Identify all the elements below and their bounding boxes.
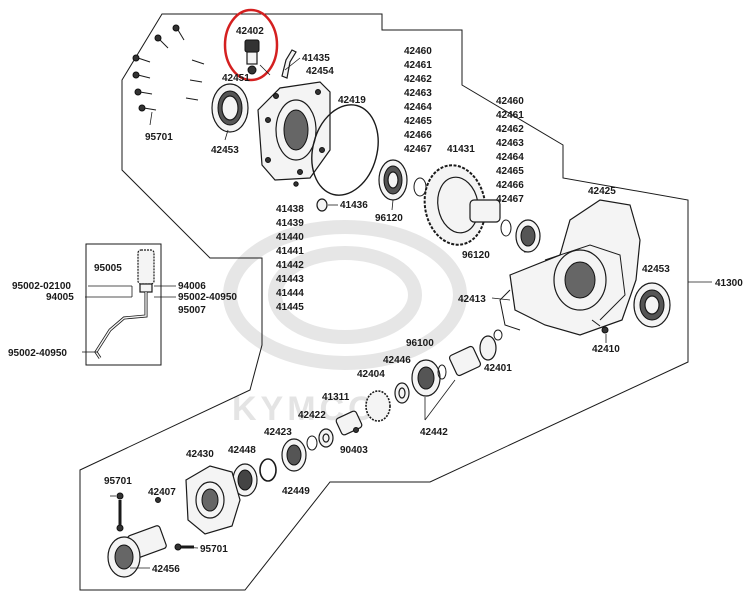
label-c1-42466: 42466: [404, 130, 432, 141]
watermark-ring-outer: [223, 220, 467, 370]
label-95005: 95005: [94, 263, 122, 274]
label-c2-42460: 42460: [496, 96, 524, 107]
bearing-96120-a: [378, 159, 427, 201]
label-42413: 42413: [458, 294, 486, 305]
label-c2-42463: 42463: [496, 138, 524, 149]
label-42410: 42410: [592, 344, 620, 355]
label-41435: 41435: [302, 53, 330, 64]
bearing-42449: [281, 438, 307, 472]
label-95701-bottom: 95701: [200, 544, 228, 555]
label-95701-top: 95701: [145, 132, 173, 143]
breather-cap-95005: [137, 249, 155, 293]
label-96120-b: 96120: [462, 250, 490, 261]
label-42456: 42456: [152, 564, 180, 575]
label-c2-42462: 42462: [496, 124, 524, 135]
label-94006: 94006: [178, 281, 206, 292]
label-42454: 42454: [306, 66, 334, 77]
label-42451: 42451: [222, 73, 250, 84]
label-41443: 41443: [276, 274, 304, 285]
breather-kit-box: [85, 243, 162, 366]
label-41440: 41440: [276, 232, 304, 243]
label-42448: 42448: [228, 445, 256, 456]
label-42425: 42425: [588, 186, 616, 197]
breather-hose-41435: [281, 49, 297, 79]
label-41444: 41444: [276, 288, 304, 299]
oil-seal-42453-right: [633, 282, 671, 328]
label-96100: 96100: [406, 338, 434, 349]
label-c2-42466: 42466: [496, 180, 524, 191]
label-42423: 42423: [264, 427, 292, 438]
label-41438: 41438: [276, 204, 304, 215]
housing-42430: [185, 465, 241, 535]
bolt-set-top: [132, 24, 205, 112]
label-41300: 41300: [715, 278, 743, 289]
housing-42425: [499, 199, 641, 336]
leader-lines: [82, 57, 712, 569]
label-c1-42464: 42464: [404, 102, 432, 113]
label-42402: 42402: [236, 26, 264, 37]
label-42419: 42419: [338, 95, 366, 106]
label-c2-42464: 42464: [496, 152, 524, 163]
label-95002-40950-b: 95002-40950: [8, 348, 67, 359]
label-c1-42465: 42465: [404, 116, 432, 127]
label-42430: 42430: [186, 449, 214, 460]
label-41441: 41441: [276, 246, 304, 257]
label-41436: 41436: [340, 200, 368, 211]
assembly-outline: [79, 13, 689, 591]
label-42453-top: 42453: [211, 145, 239, 156]
label-95007: 95007: [178, 305, 206, 316]
label-c1-42467: 42467: [404, 144, 432, 155]
bearing-42404: [365, 390, 391, 422]
label-c1-42462: 42462: [404, 74, 432, 85]
spacer-42446: [394, 382, 410, 404]
label-c1-42460: 42460: [404, 46, 432, 57]
bolts-95701-left: [116, 492, 161, 532]
flange-42456: [107, 525, 167, 578]
collar-41311: [335, 410, 363, 436]
watermark-ring-inner: [268, 246, 422, 344]
bolt-42410: [591, 319, 609, 334]
label-41439: 41439: [276, 218, 304, 229]
label-42401: 42401: [484, 363, 512, 374]
label-41431: 41431: [447, 144, 475, 155]
circlip-42448: [232, 458, 277, 497]
label-c2-42461: 42461: [496, 110, 524, 121]
oil-seal-42453-top: [211, 83, 249, 133]
label-c2-42467: 42467: [496, 194, 524, 205]
o-ring-42419: [311, 104, 379, 196]
label-41311: 41311: [322, 392, 350, 403]
cover-42454: [257, 81, 331, 181]
breather-plug-42402: [244, 39, 260, 75]
highlight-circle: [223, 8, 279, 82]
label-42407: 42407: [148, 487, 176, 498]
label-96120-a: 96120: [375, 213, 403, 224]
part-labels: 42402 41435 42451 42454 42419 95701 4245…: [8, 26, 743, 575]
label-c1-42463: 42463: [404, 88, 432, 99]
label-90403: 90403: [340, 445, 368, 456]
bearing-96100: [411, 359, 447, 397]
label-42422: 42422: [298, 410, 326, 421]
ring-gear-41431: [423, 164, 541, 253]
label-42449: 42449: [282, 486, 310, 497]
label-94005: 94005: [46, 292, 74, 303]
washers-42422-42423: [306, 428, 334, 451]
label-95002-02100: 95002-02100: [12, 281, 71, 292]
label-42442: 42442: [420, 427, 448, 438]
washer-41436: [293, 181, 328, 212]
label-42446: 42446: [383, 355, 411, 366]
label-c2-42465: 42465: [496, 166, 524, 177]
label-42453-right: 42453: [642, 264, 670, 275]
label-42404: 42404: [357, 369, 385, 380]
label-95701-left: 95701: [104, 476, 132, 487]
label-41445: 41445: [276, 302, 304, 313]
label-c1-42461: 42461: [404, 60, 432, 71]
label-41442: 41442: [276, 260, 304, 271]
pinion-42401: [448, 329, 503, 377]
label-95002-40950-a: 95002-40950: [178, 292, 237, 303]
breather-tube-95007: [94, 292, 148, 359]
